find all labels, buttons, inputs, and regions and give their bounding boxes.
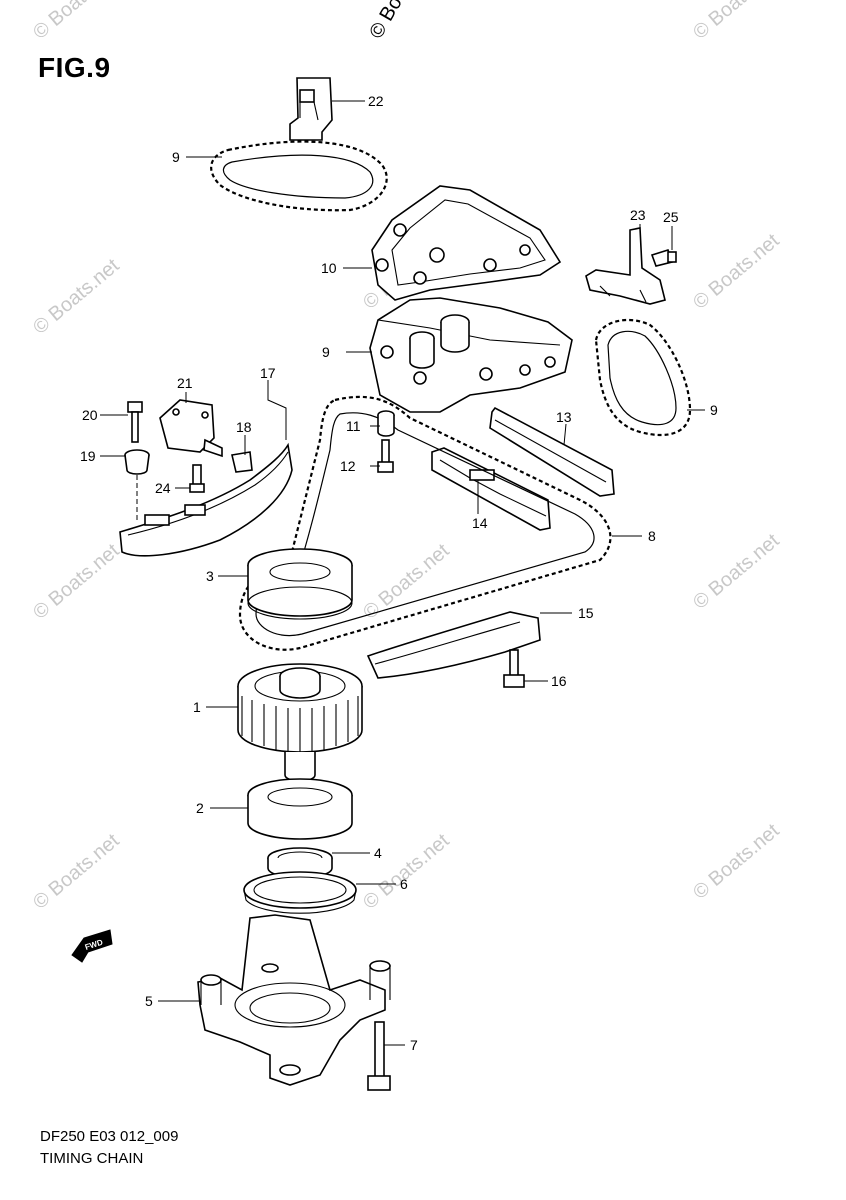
callout-3: 3 xyxy=(206,568,214,584)
callout-7: 7 xyxy=(410,1037,418,1053)
part-22-tensioner xyxy=(159,399,223,458)
part-20-washer xyxy=(124,449,150,520)
watermark: © Boats.net xyxy=(359,829,454,913)
part-2-bearing xyxy=(247,778,353,840)
part-18-tensioner-arm xyxy=(119,442,293,557)
part-3-bearing xyxy=(247,548,353,620)
part-16-chain-guide xyxy=(366,611,541,679)
part-26-bolt xyxy=(650,249,677,267)
callout-4: 4 xyxy=(374,845,382,861)
part-15-chain-guide xyxy=(431,447,551,531)
watermark: © Boats.net xyxy=(689,229,784,313)
watermark: © Boats.net xyxy=(689,0,784,44)
part-10-pump-body xyxy=(369,297,573,413)
callout-18: 17 xyxy=(260,365,276,381)
callout-15: 14 xyxy=(472,515,488,531)
figure-name: TIMING CHAIN xyxy=(40,1150,144,1167)
watermark-top: © Boats xyxy=(365,0,420,43)
part-5-housing xyxy=(197,914,391,1086)
callout-26: 25 xyxy=(663,209,679,225)
callout-17: 16 xyxy=(551,673,567,689)
callout-24: 23 xyxy=(630,207,646,223)
callout-5: 5 xyxy=(145,993,153,1009)
part-9-chain-upper xyxy=(210,140,388,212)
callout-10: 9 xyxy=(322,344,330,360)
part-6-o-ring xyxy=(243,871,357,914)
callout-9-upper: 9 xyxy=(172,149,180,165)
watermark: © Boats.net xyxy=(359,539,454,623)
leader-lines xyxy=(100,100,705,1046)
callout-12: 11 xyxy=(346,418,361,434)
callout-16: 15 xyxy=(578,605,594,621)
watermark: © Boats.net xyxy=(29,829,124,913)
callout-labels: 22 9 10 9 23 25 9 11 12 13 14 8 15 16 3 … xyxy=(80,93,718,1053)
callout-1: 1 xyxy=(193,699,201,715)
part-9-chain-right xyxy=(594,318,692,437)
part-23-tensioner-adjuster xyxy=(289,77,333,141)
callout-8: 8 xyxy=(648,528,656,544)
part-13-bolt xyxy=(377,439,394,473)
callout-20: 19 xyxy=(80,448,96,464)
callout-2: 2 xyxy=(196,800,204,816)
part-24-bracket xyxy=(585,227,666,305)
forward-arrow-icon: FWD xyxy=(71,929,113,963)
callout-25: 24 xyxy=(155,480,171,496)
watermark: © Boats.net xyxy=(689,819,784,903)
callout-19: 18 xyxy=(236,419,252,435)
part-7-bolt xyxy=(367,1021,391,1091)
callout-21: 20 xyxy=(82,407,98,423)
callout-13: 12 xyxy=(340,458,356,474)
watermark: © Boats.net xyxy=(29,254,124,338)
watermark: © Boats.net xyxy=(689,529,784,613)
part-25-bolt xyxy=(189,464,205,493)
callout-23: 22 xyxy=(368,93,384,109)
callout-6: 6 xyxy=(400,876,408,892)
part-11-gasket xyxy=(371,185,562,301)
part-12-dowel xyxy=(377,410,395,437)
watermark: © Boats.net xyxy=(29,0,124,44)
figure-title: FIG.9 xyxy=(38,52,111,83)
part-8-timing-chain xyxy=(238,395,612,651)
callout-22: 21 xyxy=(177,375,193,391)
part-17-bolt xyxy=(503,649,525,688)
part-1-gear xyxy=(237,663,363,782)
part-19-pin xyxy=(231,451,253,473)
callout-9-right: 9 xyxy=(710,402,718,418)
part-21-bolt xyxy=(127,401,143,443)
part-14-chain-guide xyxy=(489,406,615,497)
callout-14: 13 xyxy=(556,409,572,425)
watermark: © Boats.net xyxy=(29,539,124,623)
figure-code: DF250 E03 012_009 xyxy=(40,1128,179,1145)
callout-11: 10 xyxy=(321,260,337,276)
